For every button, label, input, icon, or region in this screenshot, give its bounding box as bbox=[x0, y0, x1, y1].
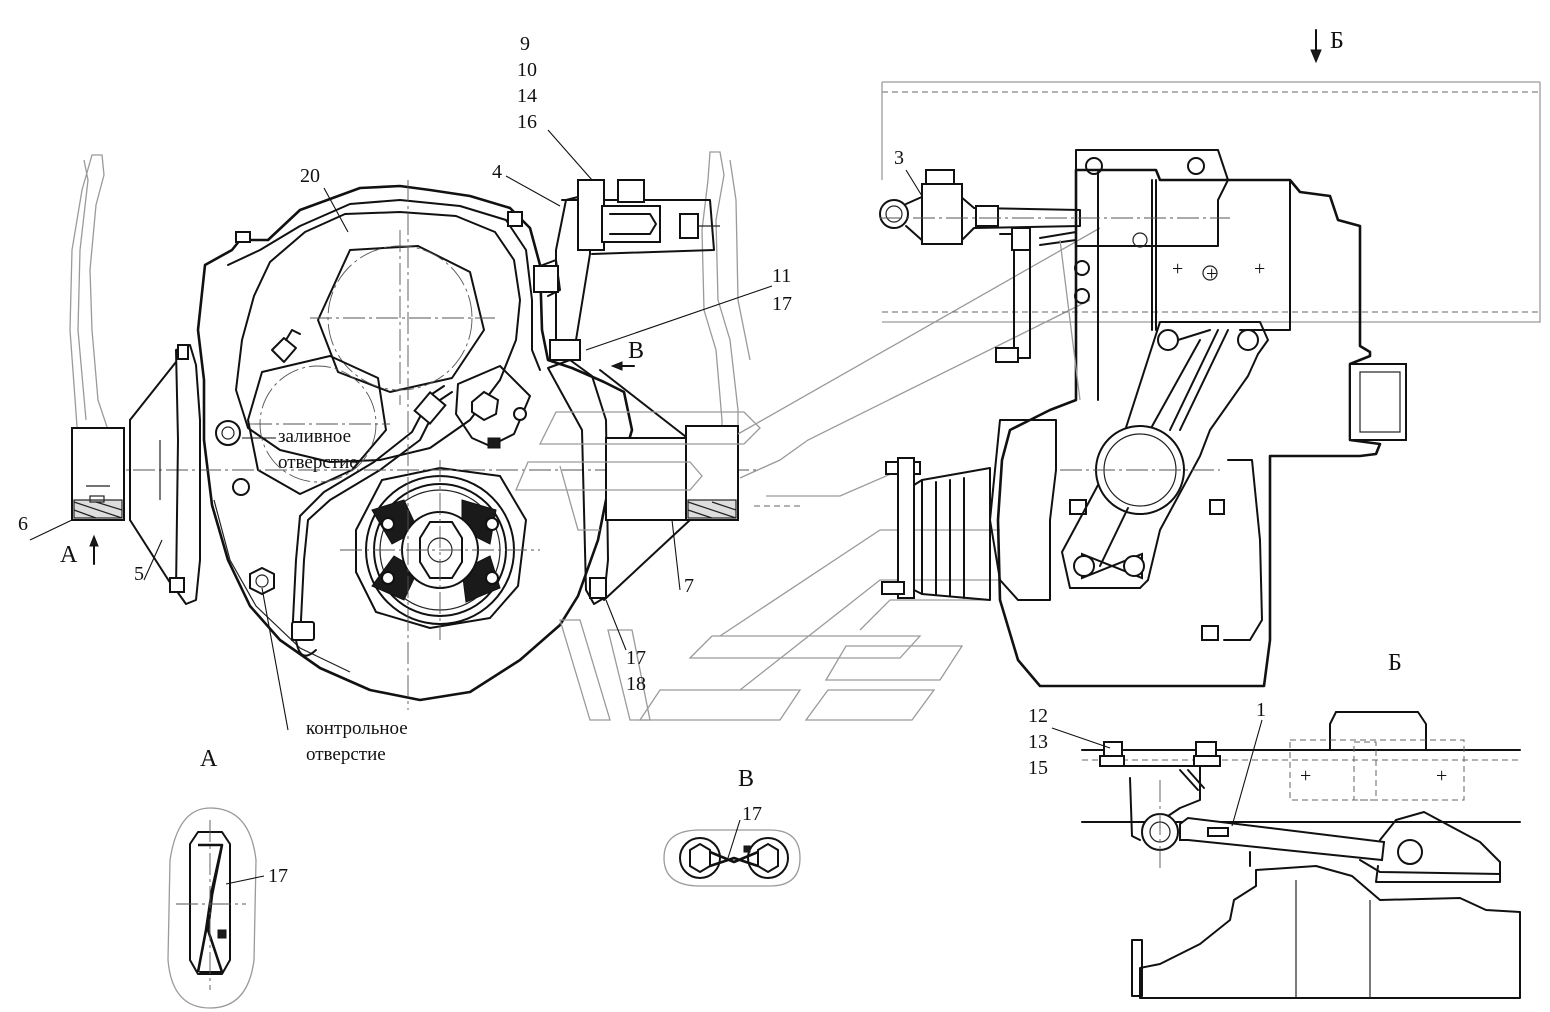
svg-text:+: + bbox=[1254, 258, 1265, 280]
callout-17-a: 17 bbox=[772, 293, 792, 315]
arrow-v-label: В bbox=[628, 338, 644, 364]
callout-13: 13 bbox=[1028, 731, 1048, 753]
left-support-bracket bbox=[175, 344, 201, 605]
callout-3: 3 bbox=[894, 147, 904, 169]
gearbox-top-body bbox=[996, 168, 1382, 688]
callout-11: 11 bbox=[772, 265, 791, 287]
view-b-detail: + + bbox=[1081, 711, 1521, 999]
callout-15: 15 bbox=[1028, 757, 1048, 779]
callout-16: 16 bbox=[517, 111, 537, 133]
arrow-a-label: А bbox=[60, 542, 78, 568]
upper-gear-cover bbox=[317, 245, 485, 393]
callout-6: 6 bbox=[18, 513, 28, 535]
right-shaft-7 bbox=[605, 437, 691, 521]
view-v-detail bbox=[663, 829, 801, 887]
view-a-detail bbox=[167, 807, 257, 1009]
top-output-drum bbox=[989, 419, 1057, 601]
callout-5: 5 bbox=[134, 563, 144, 585]
svg-text:+: + bbox=[1436, 765, 1447, 787]
control-plug bbox=[249, 566, 275, 596]
filler-cover bbox=[247, 355, 387, 495]
svg-text:+: + bbox=[1206, 263, 1217, 285]
control-hole-label-2: отверстие bbox=[306, 744, 386, 765]
rod-eye-3 bbox=[879, 199, 909, 229]
callout-7: 7 bbox=[684, 575, 694, 597]
callout-17-c: 17 bbox=[742, 803, 762, 825]
view-v-title: В bbox=[738, 766, 754, 792]
fill-hole-label-1: заливное bbox=[278, 426, 351, 447]
view-b-title: Б bbox=[1388, 650, 1402, 676]
callout-17-b: 17 bbox=[626, 647, 646, 669]
filler-plug bbox=[215, 420, 241, 446]
sensor-housing bbox=[455, 365, 531, 447]
callout-10: 10 bbox=[517, 59, 537, 81]
view-a-title: А bbox=[200, 746, 218, 772]
callout-labels: 9 10 14 16 4 20 11 17 6 5 7 17 18 3 1 12… bbox=[18, 28, 1402, 887]
callout-9: 9 bbox=[520, 33, 530, 55]
gearbox-front-view bbox=[69, 151, 760, 710]
callout-14: 14 bbox=[517, 85, 537, 107]
linking-projection-lines bbox=[515, 227, 1101, 721]
callout-20: 20 bbox=[300, 165, 320, 187]
bracket-plate-top bbox=[1061, 321, 1269, 589]
control-hole-label-1: контрольное bbox=[306, 718, 408, 739]
callout-4: 4 bbox=[492, 161, 502, 183]
right-support-bracket bbox=[547, 359, 609, 605]
rod-1 bbox=[1179, 816, 1386, 862]
callout-17-d: 17 bbox=[268, 865, 288, 887]
arrow-b-label: Б bbox=[1330, 28, 1344, 54]
fill-hole-label-2: отверстие bbox=[278, 452, 358, 473]
gearbox-top-view: + + + bbox=[879, 29, 1541, 688]
callout-1: 1 bbox=[1256, 699, 1266, 721]
leader-lines bbox=[29, 129, 1263, 885]
svg-text:+: + bbox=[1172, 258, 1183, 280]
callout-12: 12 bbox=[1028, 705, 1048, 727]
svg-text:+: + bbox=[1300, 765, 1311, 787]
output-flange bbox=[355, 467, 527, 629]
callout-18: 18 bbox=[626, 673, 646, 695]
